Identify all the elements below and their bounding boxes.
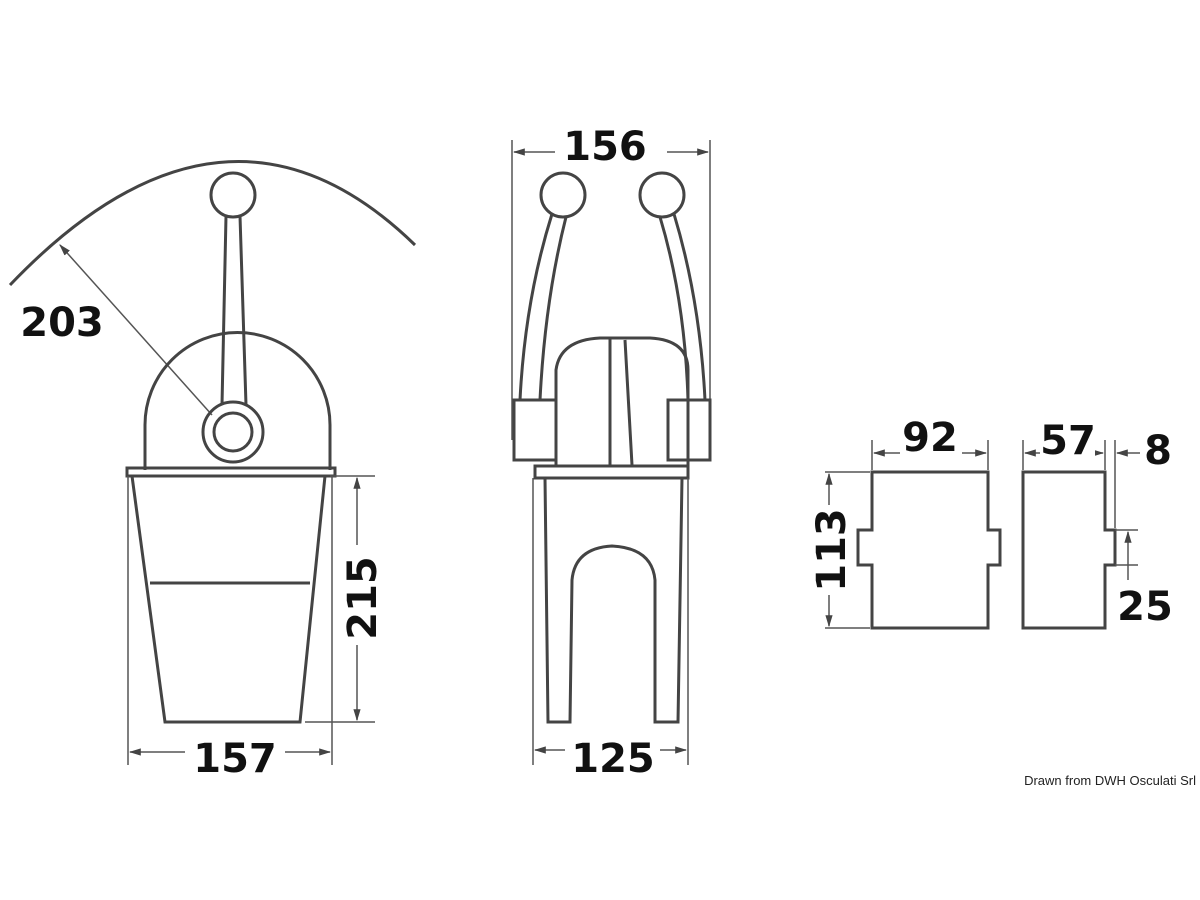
cutout-side-view: 57 8 25 — [1021, 418, 1173, 630]
right-lever-stem — [658, 213, 707, 401]
side-view: 203 215 157 — [8, 160, 417, 782]
depth-label: 57 — [1040, 418, 1096, 464]
lever-knob — [209, 171, 257, 219]
cutout-view: 92 113 — [809, 415, 1002, 630]
base-plate — [533, 464, 690, 480]
base-plate — [125, 466, 337, 478]
extension-lines — [511, 140, 711, 440]
extension-lines — [1022, 440, 1138, 566]
step-label: 25 — [1117, 584, 1173, 630]
housing-divider — [608, 338, 634, 466]
pedestal — [543, 477, 684, 724]
body — [130, 475, 327, 724]
radius-dimension-line — [59, 244, 213, 416]
radius-label: 203 — [20, 300, 104, 346]
cutout-width-label: 92 — [902, 415, 958, 461]
swing-arc — [8, 160, 417, 287]
height-label: 215 — [340, 556, 386, 640]
caption: Drawn from DWH Osculati Srl — [1024, 773, 1196, 788]
lever-stem — [220, 215, 248, 406]
flange-label: 8 — [1144, 428, 1172, 474]
right-lever-knob — [638, 171, 686, 219]
cutout-side-profile — [1021, 470, 1117, 630]
left-lever-knob — [539, 171, 587, 219]
width-label: 157 — [193, 736, 277, 782]
top-width-label: 156 — [563, 124, 647, 170]
pivot-ring-outer — [201, 400, 265, 464]
base-width-label: 125 — [571, 736, 655, 782]
extension-lines — [127, 475, 375, 765]
housing-dome — [143, 331, 332, 470]
pivot-ring-inner — [212, 411, 254, 453]
cutout-height-label: 113 — [809, 508, 855, 592]
left-lever-stem — [518, 213, 568, 401]
extension-lines — [532, 478, 689, 765]
extension-lines — [825, 440, 989, 629]
central-housing — [554, 336, 690, 465]
cutout-template — [856, 470, 1002, 630]
left-bracket — [512, 398, 558, 462]
front-view: 156 125 — [511, 124, 712, 782]
